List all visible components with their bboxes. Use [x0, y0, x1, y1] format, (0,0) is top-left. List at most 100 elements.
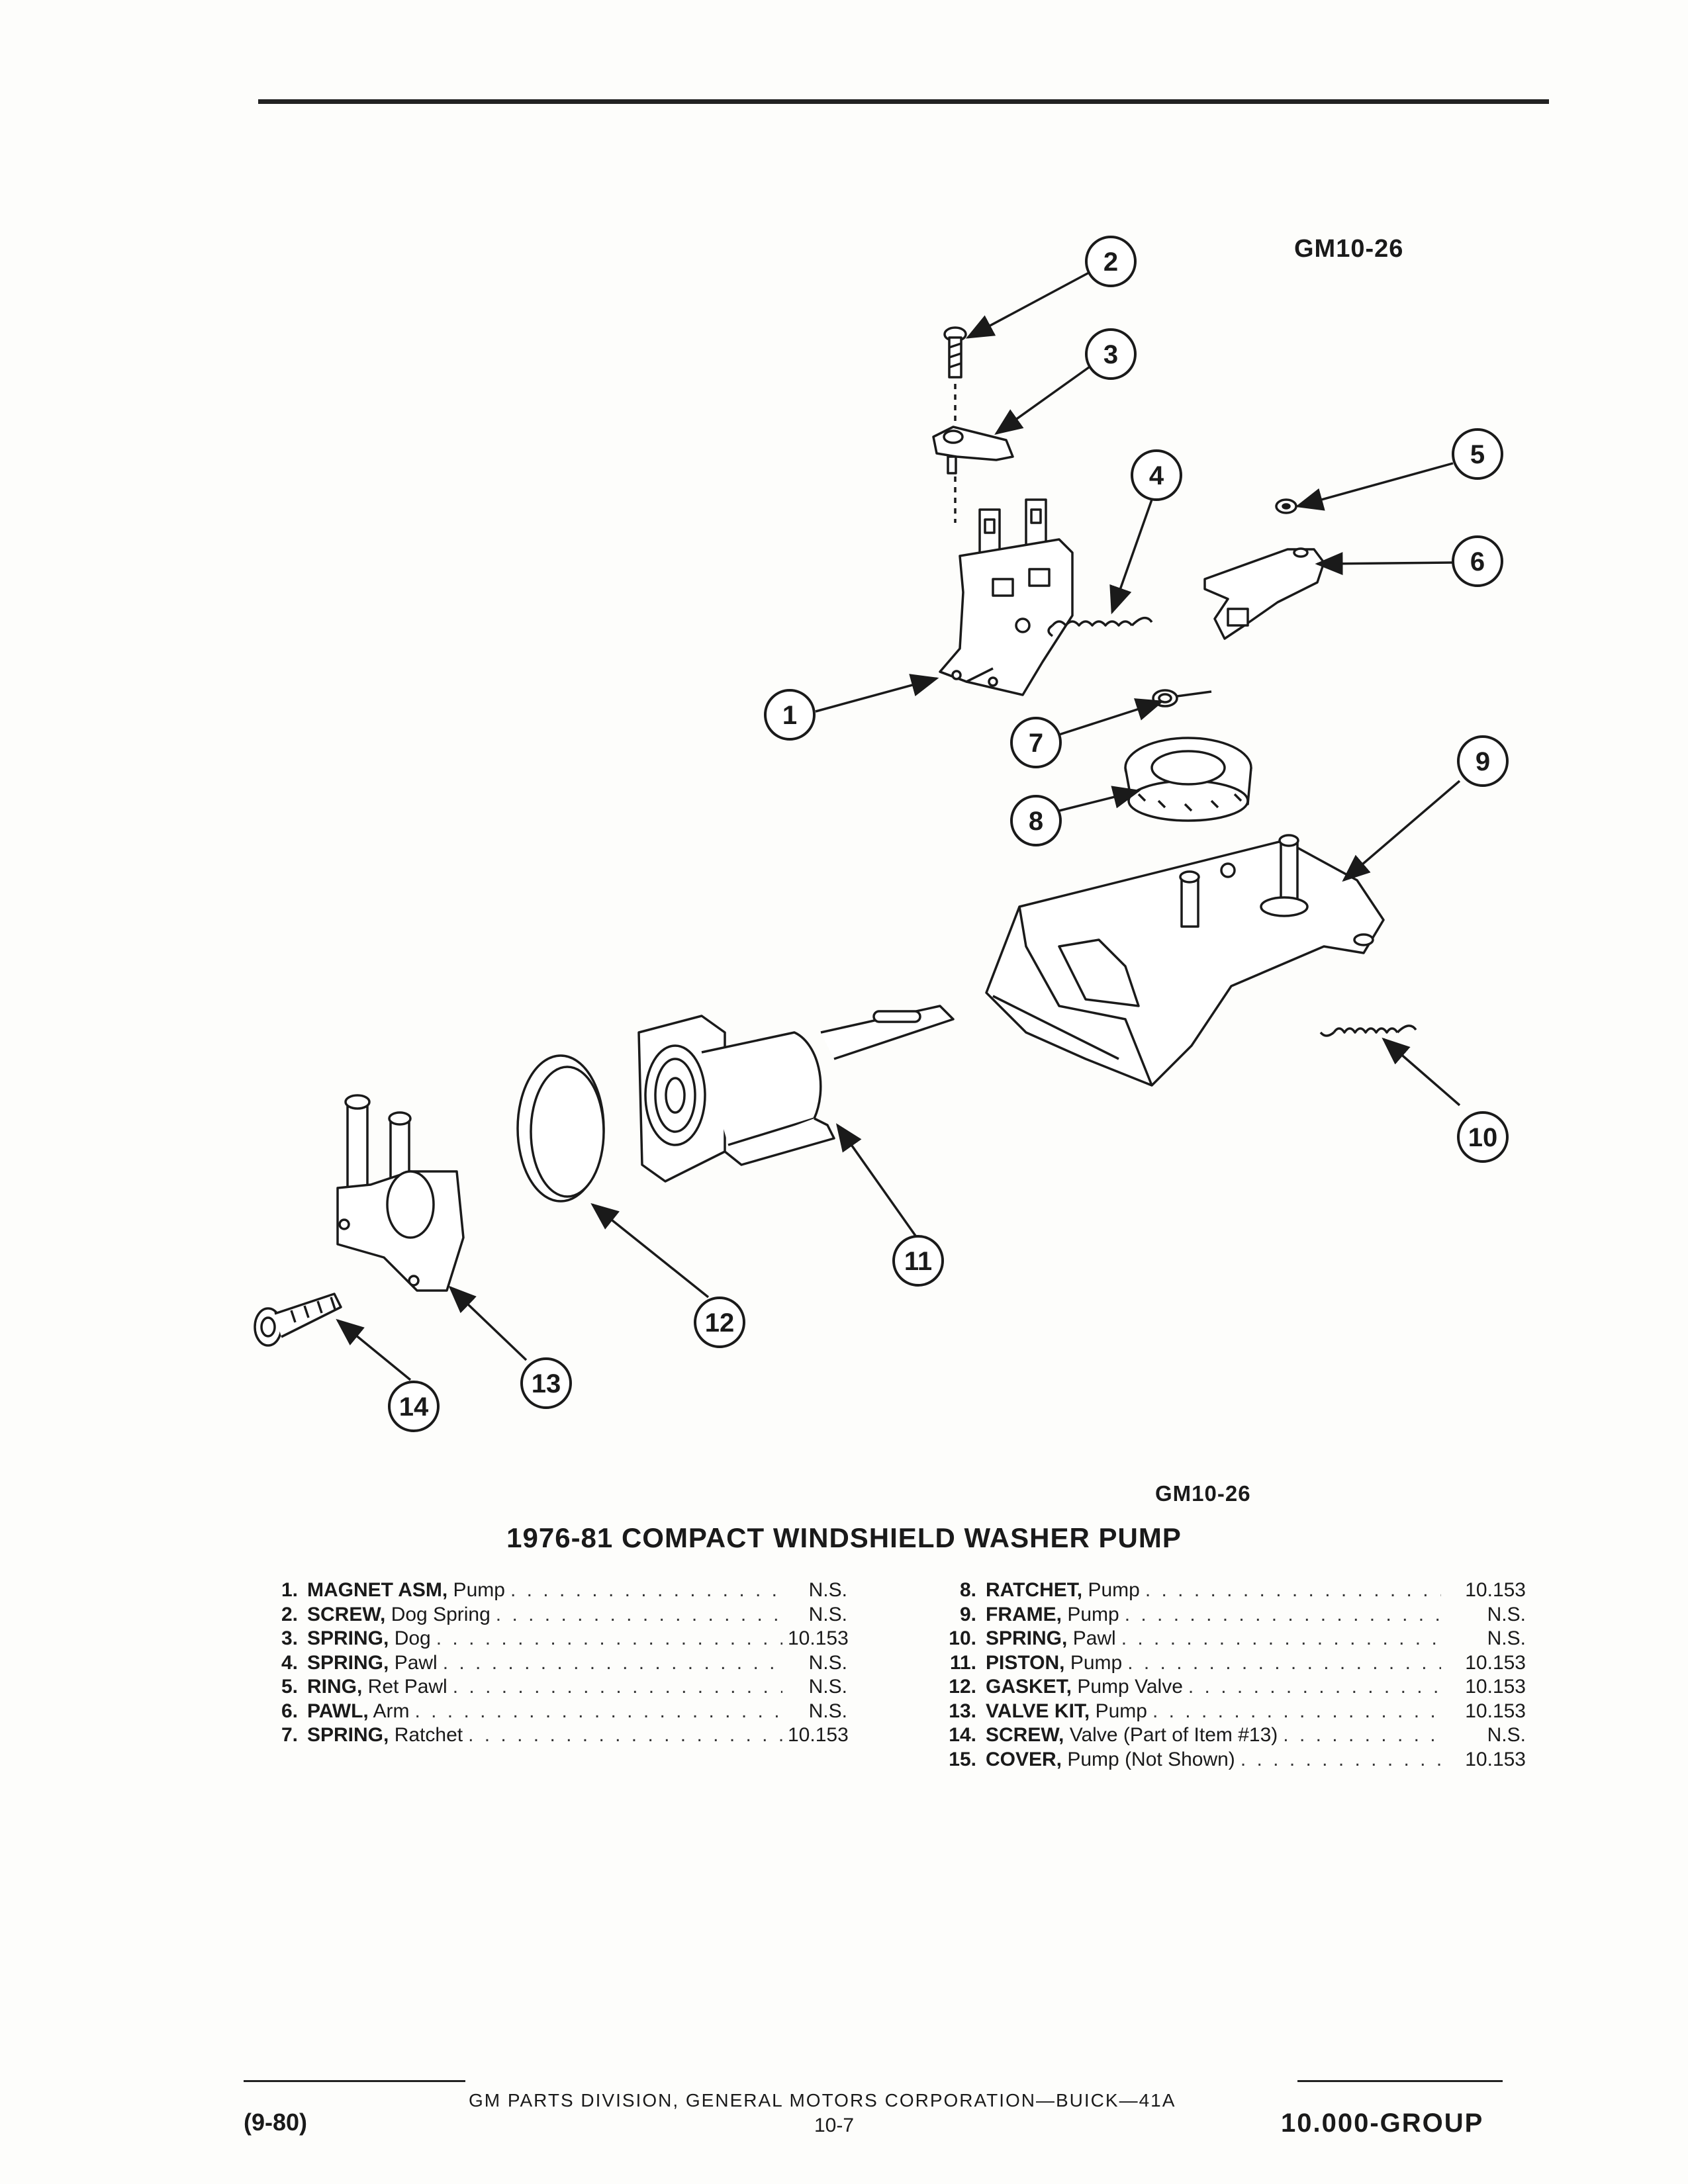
callout-6-circle	[1452, 535, 1503, 587]
callout-5-circle	[1452, 428, 1503, 480]
part-name: MAGNET ASM,	[307, 1579, 448, 1601]
part-ref: 10.153	[788, 1627, 849, 1649]
part-ref: N.S.	[808, 1676, 847, 1698]
callout-8: 8	[1029, 807, 1043, 836]
part-frame	[985, 834, 1385, 1087]
figure-code-bottom: GM10-26	[1155, 1481, 1251, 1506]
callout-2-circle	[1085, 236, 1137, 287]
part-ref: 10.153	[1465, 1700, 1526, 1722]
part-name: PISTON,	[986, 1651, 1065, 1674]
callout-14: 14	[399, 1392, 429, 1422]
part-ring-ret-pawl	[1275, 498, 1297, 514]
callout-9-circle	[1457, 735, 1509, 787]
leader-dots: . . . . . . . . . . . . . . . . . . . . …	[1121, 1627, 1441, 1649]
footer-rule-right	[1297, 2080, 1503, 2082]
part-name: PAWL,	[307, 1700, 369, 1722]
parts-row: 9.FRAME, Pump. . . . . . . . . . . . . .…	[923, 1603, 1526, 1627]
part-desc: Pump	[1090, 1700, 1147, 1722]
callout-1-circle	[764, 689, 816, 741]
part-screw-valve	[254, 1293, 342, 1347]
part-name: SPRING,	[307, 1651, 389, 1674]
parts-row: 12. GASKET, Pump Valve. . . . . . . . . .…	[923, 1675, 1526, 1700]
part-piston	[637, 1005, 955, 1183]
part-number: 13.	[949, 1700, 976, 1722]
part-ref: 10.153	[1465, 1676, 1526, 1698]
part-number: 11.	[949, 1651, 976, 1674]
footer-page-number: 10-7	[814, 2115, 855, 2136]
callout-3: 3	[1103, 340, 1118, 369]
part-ref: 10.153	[1465, 1579, 1526, 1601]
leader-dots: . . . . . . . . . . . . . . . . . . . . …	[436, 1627, 782, 1649]
parts-row: 1. MAGNET ASM, Pump. . . . . . . . . . . …	[252, 1578, 847, 1603]
part-number: 7.	[281, 1724, 298, 1746]
leader-dots: . . . . . . . . . . . . . . . . . . . . …	[1124, 1603, 1441, 1625]
callout-3-circle	[1085, 328, 1137, 380]
part-number: 5.	[281, 1676, 298, 1698]
parts-row: 6.PAWL, Arm. . . . . . . . . . . . . . .…	[252, 1700, 847, 1724]
footer-group: 10.000-GROUP	[1281, 2109, 1484, 2138]
parts-row: 13. VALVE KIT, Pump. . . . . . . . . . . …	[923, 1700, 1526, 1724]
exploded-view-diagram: 1 2 3 4 5 6 7 8 9 10 11 12 13 14	[254, 236, 1509, 1432]
leader-dots: . . . . . . . . . . . . . . . . . . . . …	[468, 1724, 782, 1746]
leader-dots: . . . . . . . . . . . . . . . . . . . . …	[1127, 1651, 1441, 1674]
callout-5: 5	[1470, 440, 1485, 469]
callout-8-circle	[1010, 795, 1062, 846]
part-desc: Pump Valve	[1072, 1676, 1183, 1698]
part-desc: Pump	[447, 1579, 505, 1601]
parts-row: 2.SCREW, Dog Spring. . . . . . . . . . .…	[252, 1603, 847, 1627]
leader-dots: . . . . . . . . . . . . . . . . . . . . …	[1145, 1579, 1441, 1601]
header-rule	[258, 99, 1549, 104]
part-desc: Pawl	[1067, 1627, 1116, 1649]
part-desc: Ratchet	[389, 1724, 463, 1746]
part-number: 2.	[281, 1603, 298, 1625]
part-number: 9.	[959, 1603, 976, 1625]
parts-row: 11. PISTON, Pump. . . . . . . . . . . . .…	[923, 1651, 1526, 1676]
callout-7-circle	[1010, 717, 1062, 768]
part-number: 1.	[281, 1579, 298, 1601]
parts-row: 8.RATCHET, Pump. . . . . . . . . . . . .…	[923, 1578, 1526, 1603]
part-desc: Pump	[1064, 1651, 1123, 1674]
parts-row: 10.SPRING, Pawl. . . . . . . . . . . . .…	[923, 1627, 1526, 1651]
part-ref: N.S.	[808, 1700, 847, 1722]
part-name: SCREW,	[986, 1724, 1064, 1746]
part-ref: 10.153	[1465, 1651, 1526, 1674]
leader-dots: . . . . . . . . . . . . . . . . . . . . …	[1188, 1676, 1441, 1698]
parts-row: 4.SPRING, Pawl. . . . . . . . . . . . . …	[252, 1651, 847, 1676]
part-name: COVER,	[986, 1748, 1062, 1770]
callout-4-circle	[1131, 449, 1182, 501]
part-name: GASKET,	[986, 1676, 1072, 1698]
parts-row: 5. RING, Ret Pawl. . . . . . . . . . . . …	[252, 1675, 847, 1700]
part-name: VALVE KIT,	[986, 1700, 1090, 1722]
leader-dots: . . . . . . . . . . . . . . . . . . . . …	[414, 1700, 782, 1722]
figure-caption: 1976-81 COMPACT WINDSHIELD WASHER PUMP	[506, 1522, 1182, 1553]
parts-list-left: 1.MAGNET ASM, Pump. . . . . . . . . . . …	[252, 1578, 849, 1748]
leader-dots: . . . . . . . . . . . . . . . . . . . . …	[1152, 1700, 1441, 1722]
part-pawl-arm	[1203, 547, 1325, 640]
part-magnet-asm	[939, 498, 1074, 696]
figure-code-top: GM10-26	[1294, 235, 1404, 263]
footer-date: (9-80)	[244, 2109, 308, 2136]
callout-7: 7	[1029, 729, 1043, 758]
leader-dots: . . . . . . . . . . . . . . . . . . . . …	[452, 1676, 782, 1698]
part-desc: Ret Pawl	[362, 1676, 447, 1698]
leader-dots: . . . . . . . . . . . . . . . . . . . . …	[442, 1651, 782, 1674]
part-ref: N.S.	[808, 1579, 847, 1601]
part-desc: Pump	[1082, 1579, 1140, 1601]
part-desc: Dog	[389, 1627, 431, 1649]
parts-row: 3.SPRING, Dog. . . . . . . . . . . . . .…	[252, 1627, 849, 1651]
parts-list-right: 8.RATCHET, Pump. . . . . . . . . . . . .…	[923, 1578, 1526, 1772]
part-number: 12.	[949, 1676, 976, 1698]
part-name: RING,	[307, 1676, 363, 1698]
part-name: SPRING,	[986, 1627, 1068, 1649]
part-number: 15.	[949, 1748, 976, 1770]
part-desc: Pump	[1062, 1603, 1119, 1625]
callout-6: 6	[1470, 547, 1485, 576]
part-desc: Arm	[368, 1700, 410, 1722]
callout-1: 1	[782, 701, 797, 730]
callout-12-circle	[694, 1297, 745, 1348]
leader-dots: . . . . . . . . . . . . . . . . . . . . …	[510, 1579, 782, 1601]
part-screw-dog-spring	[943, 326, 967, 424]
part-gasket-pump-valve	[516, 1054, 605, 1203]
leader-dots: . . . . . . . . . . . . . . . . . . . . …	[1283, 1724, 1441, 1746]
part-valve-kit	[336, 1094, 465, 1292]
